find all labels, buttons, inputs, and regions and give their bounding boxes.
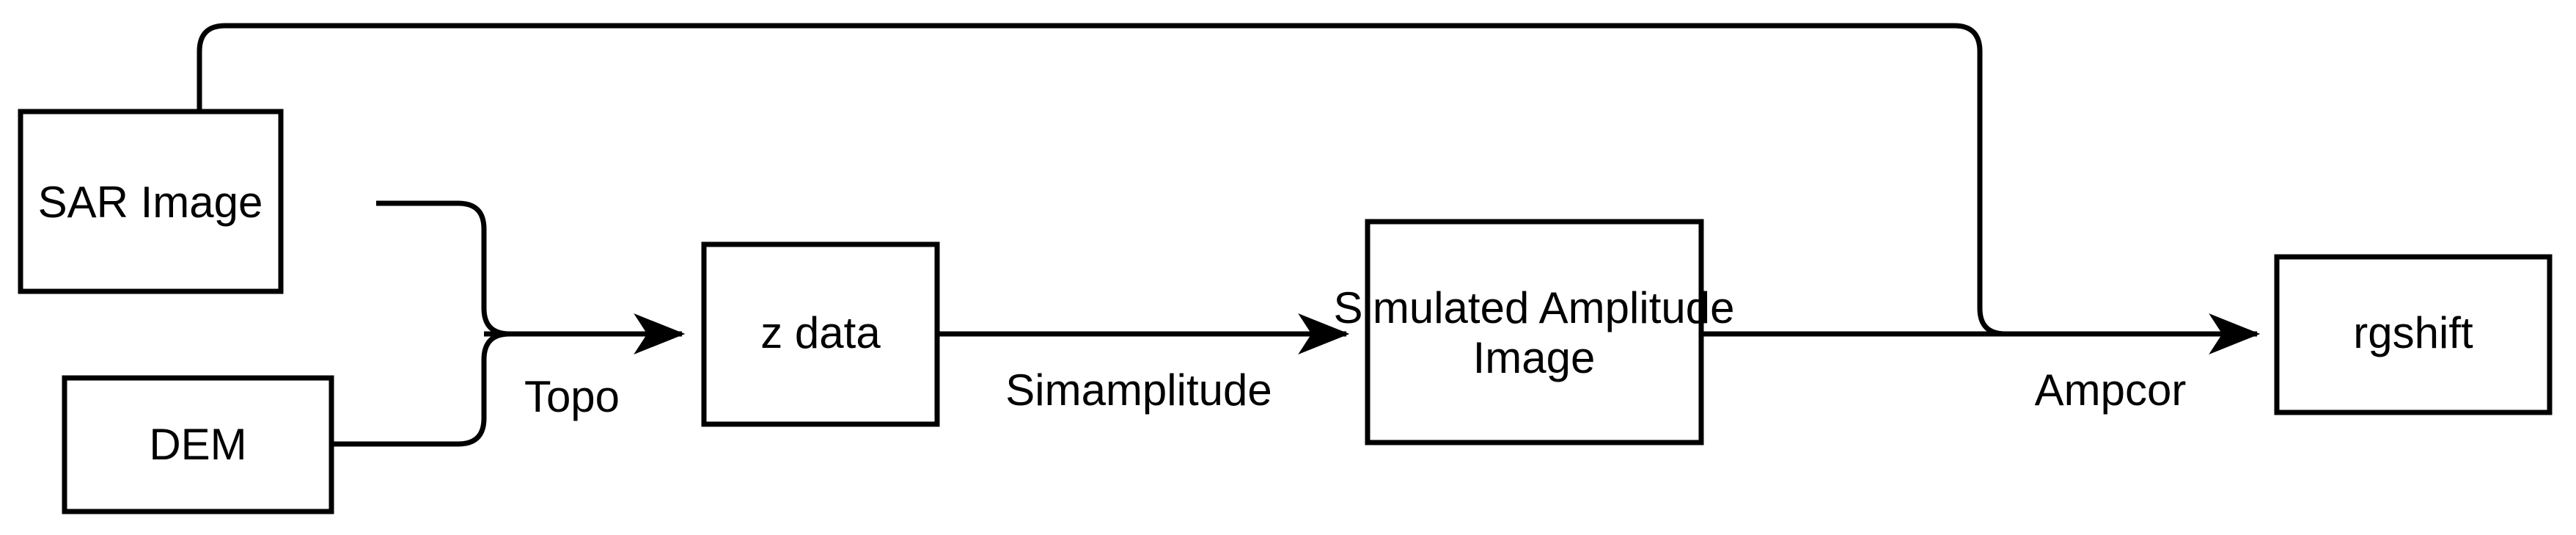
node-z-data[interactable] [701,241,940,427]
node-dem-label: DEM [149,420,246,469]
edge-label-ampcor: Ampcor [2035,365,2187,415]
edge-label-topo: Topo [524,372,620,421]
node-simulated-amplitude-image-label-line1: Simulated Amplitude [1334,283,1735,332]
node-simulated-amplitude-image-label-line2: Image [1473,333,1596,382]
node-simulated-amplitude-image[interactable] [1365,219,1704,445]
node-sar-image[interactable] [18,109,284,294]
edge-label-simamplitude: Simamplitude [1005,365,1272,415]
node-rgshift[interactable] [2274,254,2553,415]
node-dem[interactable] [62,375,334,514]
edge-feedback-sar-to-ampcor [197,23,2024,337]
node-z-data-label: z data [760,308,881,357]
edge-sar-to-merge [376,200,510,337]
node-rgshift-label: rgshift [2353,308,2473,357]
edge-dem-to-merge [331,331,510,447]
node-sar-image-label: SAR Image [38,178,263,227]
